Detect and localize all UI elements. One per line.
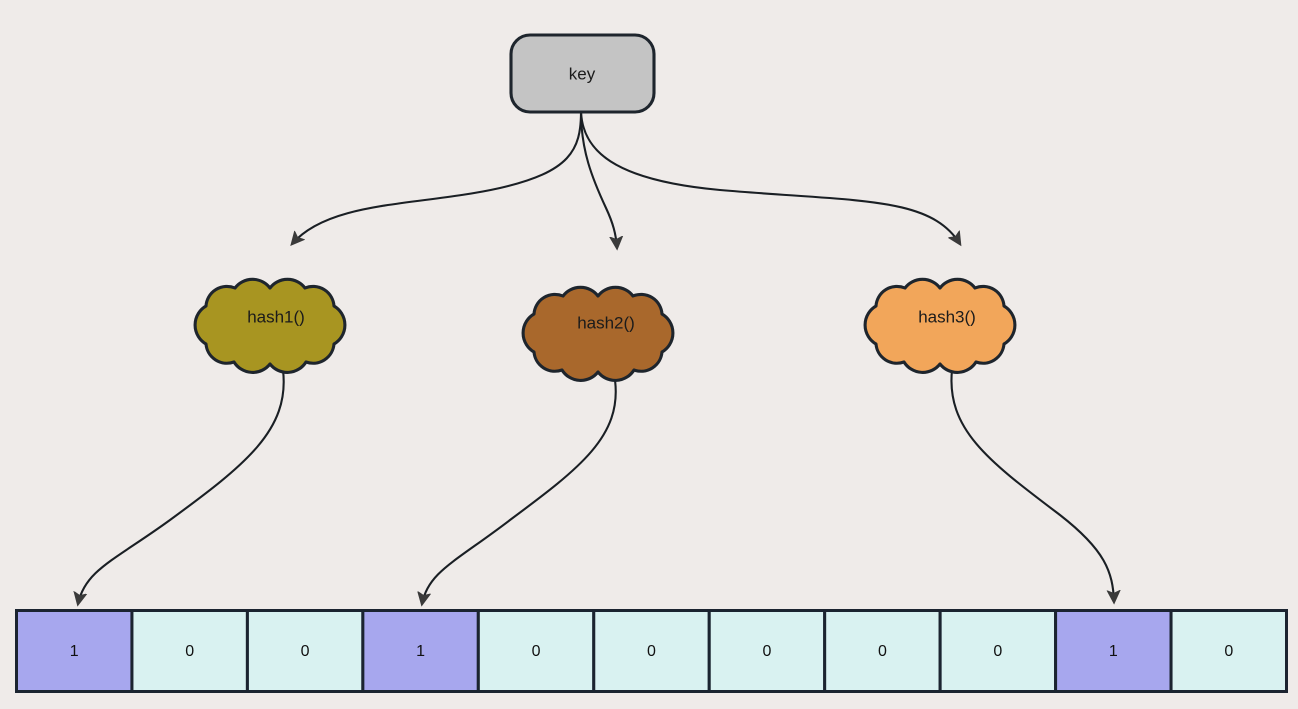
edge-hash2-to-bit3 — [422, 379, 617, 604]
bit-cell-5[interactable]: 0 — [592, 609, 711, 693]
bit-cell-6[interactable]: 0 — [707, 609, 827, 693]
bit-cell-1[interactable]: 0 — [130, 609, 249, 693]
hash-node-hash2[interactable]: hash2() — [521, 285, 675, 382]
bit-cell-rect — [361, 609, 480, 693]
edge-hash3-to-bit9 — [950, 369, 1114, 602]
bit-cell-rect — [476, 609, 596, 693]
bit-cell-0[interactable]: 1 — [15, 609, 134, 693]
edge-group-hashes-to-bits — [78, 369, 1114, 604]
bit-cell-10[interactable]: 0 — [1169, 609, 1289, 693]
cloud-icon — [193, 277, 347, 374]
bit-cell-2[interactable]: 0 — [245, 609, 365, 693]
bit-cell-7[interactable]: 0 — [823, 609, 942, 693]
bit-cell-4[interactable]: 0 — [476, 609, 596, 693]
cloud-icon — [521, 285, 675, 382]
hash-node-hash3[interactable]: hash3() — [863, 277, 1017, 374]
bit-cell-rect — [130, 609, 249, 693]
bit-cell-rect — [1169, 609, 1289, 693]
bit-cell-9[interactable]: 1 — [1054, 609, 1173, 693]
bit-cell-rect — [592, 609, 711, 693]
bit-cell-rect — [823, 609, 942, 693]
key-node[interactable]: key — [509, 33, 656, 114]
cloud-icon — [863, 277, 1017, 374]
edge-key-to-hash3 — [579, 111, 960, 244]
hash-node-hash1[interactable]: hash1() — [193, 277, 347, 374]
bit-cell-rect — [938, 609, 1058, 693]
bit-cell-rect — [245, 609, 365, 693]
bit-cell-3[interactable]: 1 — [361, 609, 480, 693]
key-node-shape — [509, 33, 656, 114]
edge-key-to-hash2 — [579, 111, 617, 248]
bit-cell-rect — [707, 609, 827, 693]
bit-cell-rect — [1054, 609, 1173, 693]
bit-cell-8[interactable]: 0 — [938, 609, 1058, 693]
bit-cell-rect — [15, 609, 134, 693]
edge-group-key-to-hashes — [292, 111, 960, 248]
edge-key-to-hash1 — [292, 111, 583, 244]
edge-hash1-to-bit0 — [78, 369, 285, 604]
